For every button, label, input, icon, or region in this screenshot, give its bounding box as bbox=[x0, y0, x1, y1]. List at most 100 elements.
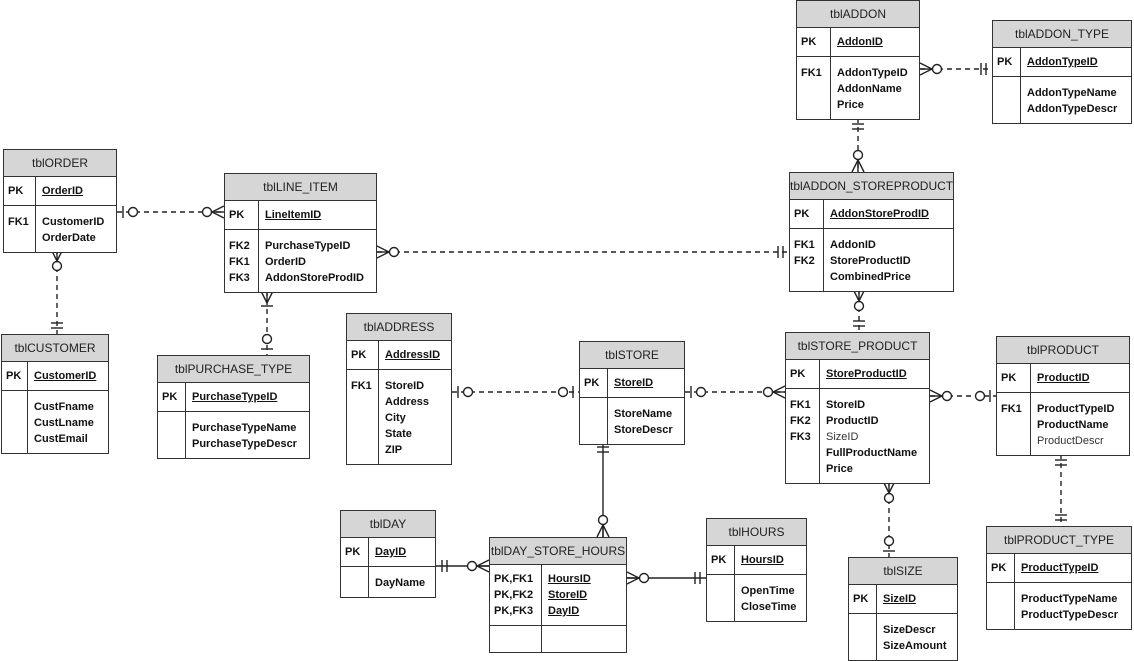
attribute-field: ProductTypeName bbox=[1021, 593, 1118, 605]
fk-marker bbox=[8, 230, 35, 246]
attribute-field: AddonTypeName bbox=[1027, 87, 1117, 99]
fk-marker bbox=[584, 422, 607, 438]
fk-marker bbox=[801, 81, 830, 97]
rel-2-to-zero-mark bbox=[261, 333, 273, 345]
fk-marker bbox=[790, 445, 819, 461]
attribute-field: SizeID bbox=[826, 431, 859, 443]
attribute-field: ProductID bbox=[826, 415, 879, 427]
key-markers: PK bbox=[786, 360, 820, 388]
entity-title: tblADDON_TYPE bbox=[993, 21, 1131, 48]
key-markers: PK bbox=[225, 201, 259, 229]
attribute-field: AddonTypeID bbox=[837, 67, 908, 79]
pk-field: StoreID bbox=[614, 377, 654, 389]
pk-field: PurchaseTypeID bbox=[192, 391, 278, 403]
key-markers: PK bbox=[347, 341, 379, 369]
key-markers: PK bbox=[2, 362, 28, 390]
fk-marker bbox=[801, 97, 830, 113]
pk-field: ProductID bbox=[1037, 372, 1090, 384]
attribute-field: Price bbox=[837, 99, 864, 111]
rel-0-from-zero-mark bbox=[127, 206, 139, 218]
fk-marker bbox=[6, 399, 27, 415]
entity-title: tblPRODUCT bbox=[997, 337, 1129, 364]
fk-marker bbox=[997, 85, 1020, 101]
rel-0-to-crow-mark bbox=[211, 205, 225, 213]
pk-field: HoursID bbox=[741, 554, 784, 566]
attribute-field: OrderID bbox=[265, 256, 306, 268]
attribute-field: CustomerID bbox=[42, 216, 105, 228]
pk-field: AddonTypeID bbox=[1027, 56, 1098, 68]
attribute-field: ProductTypeID bbox=[1037, 403, 1115, 415]
pk-field: SizeID bbox=[883, 593, 917, 605]
key-fields: ProductID bbox=[1031, 364, 1129, 392]
entity-title: tblADDON_STOREPRODUCT bbox=[790, 173, 953, 200]
attribute-field: OpenTime bbox=[741, 585, 795, 597]
key-markers: PK bbox=[997, 364, 1031, 392]
key-marker: PK bbox=[229, 209, 245, 221]
rel-6-to-crow-mark bbox=[602, 524, 610, 538]
entity-title: tblORDER bbox=[4, 150, 116, 177]
key-fields: LineItemID bbox=[259, 201, 376, 229]
key-marker: PK bbox=[991, 562, 1007, 574]
attribute-field: AddonStoreProdID bbox=[265, 272, 364, 284]
key-markers: PK bbox=[4, 177, 36, 205]
pk-field: ProductTypeID bbox=[1021, 562, 1099, 574]
rel-5-from-zero-mark bbox=[695, 386, 707, 398]
fk-marker bbox=[351, 394, 378, 410]
key-fields: AddonTypeID bbox=[1021, 48, 1131, 76]
fk-marker bbox=[790, 461, 819, 477]
key-fields: ProductTypeID bbox=[1015, 554, 1131, 582]
key-marker: PK bbox=[162, 391, 178, 403]
primary-key-section: PK ProductID bbox=[997, 364, 1129, 393]
fk-markers bbox=[849, 614, 877, 660]
fk-markers bbox=[2, 391, 28, 453]
rel-7-to-zero-mark bbox=[466, 560, 478, 572]
entity-title: tblDAY_STORE_HOURS bbox=[490, 538, 626, 565]
rel-0-to-zero-mark bbox=[201, 206, 213, 218]
pk-field: AddonID bbox=[837, 36, 883, 48]
rel-3-from-crow-mark bbox=[376, 251, 390, 259]
attribute-field: AddonTypeDescr bbox=[1027, 103, 1118, 115]
attribute-field: PurchaseTypeID bbox=[265, 240, 351, 252]
attribute-section bbox=[490, 626, 626, 652]
primary-key-section: PK LineItemID bbox=[225, 201, 376, 230]
fk-markers: FK1 bbox=[797, 57, 831, 119]
fk-markers bbox=[993, 77, 1021, 123]
entity-title: tblPRODUCT_TYPE bbox=[987, 527, 1131, 554]
rel-10-to-crow-mark bbox=[857, 159, 865, 173]
rel-4-to-zero-mark bbox=[557, 386, 569, 398]
key-marker: PK bbox=[711, 554, 727, 566]
key-fields: StoreID bbox=[608, 369, 684, 397]
fk-marker: FK1 bbox=[790, 399, 811, 411]
key-markers: PK bbox=[341, 538, 369, 566]
fk-marker bbox=[711, 583, 734, 599]
pk-field: OrderID bbox=[42, 185, 83, 197]
fk-markers: FK1 bbox=[347, 370, 379, 464]
pk-field: DayID bbox=[548, 605, 580, 617]
